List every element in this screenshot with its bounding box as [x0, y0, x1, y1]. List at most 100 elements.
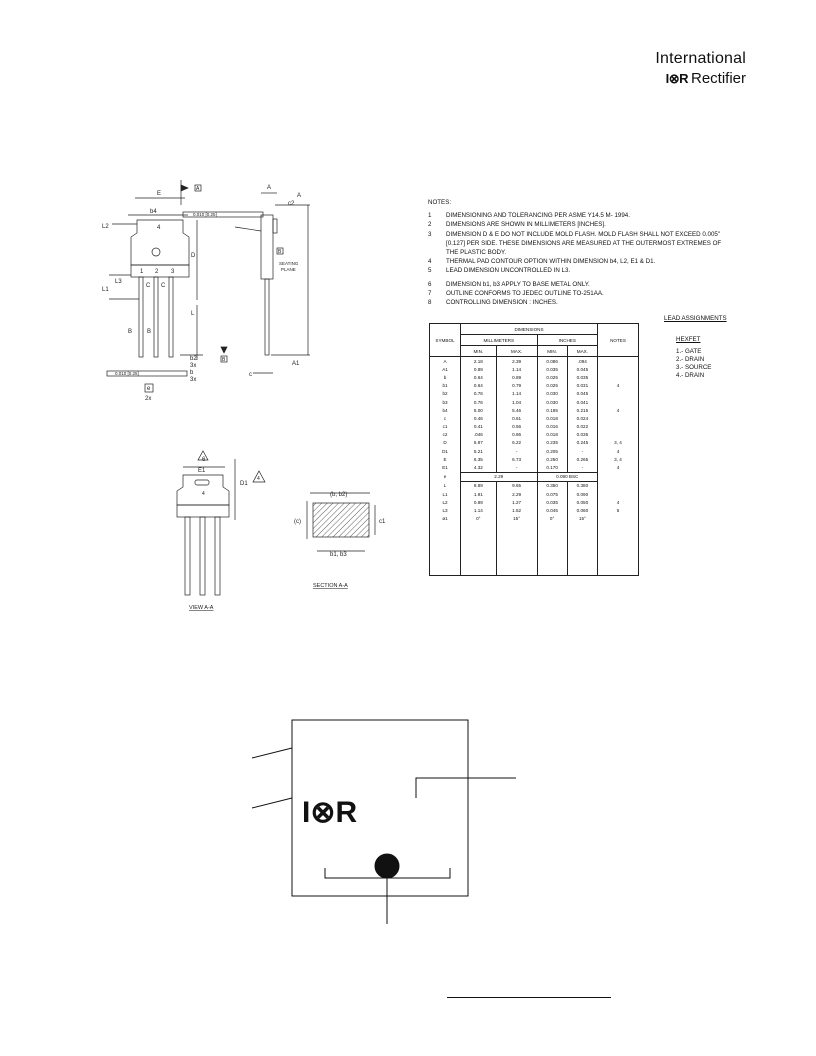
cell-mm-min: 5.21: [460, 447, 497, 456]
view-pad-note-4: 4: [202, 491, 205, 497]
cell-sym: b: [429, 373, 461, 382]
cell-sym: e: [429, 472, 461, 482]
cell-in-min: 0.250: [536, 455, 568, 464]
cell-sym: E1: [429, 463, 461, 473]
plane-label: PLANE: [281, 267, 296, 272]
cell-in-min: 0.350: [536, 481, 568, 490]
front-view: E b4 0.010 [0.25] A 4 L2 1 2 3 C C D L L…: [102, 180, 264, 402]
dim-C-label-1: C: [146, 283, 151, 289]
cell-in-max: 0.050: [566, 498, 599, 507]
cell-sym: L: [429, 481, 461, 490]
dim-b-label: b: [190, 370, 194, 376]
datum-B-side-label: B: [278, 249, 282, 255]
cell-in-max: 0.045: [566, 389, 599, 398]
cell-note: 3, 4: [597, 455, 639, 464]
signature-line: [447, 997, 611, 998]
cell-mm-min: 0.89: [460, 498, 497, 507]
cell-note: [597, 414, 639, 423]
cell-mm-max: 15°: [495, 514, 538, 523]
cell-sym: A1: [429, 365, 461, 374]
side-view: A c2 A B SEATING PLANE A1 c: [234, 185, 310, 378]
lead-item: 2.- DRAIN: [676, 356, 705, 363]
cell-in-span: 0.090 BSC: [536, 471, 599, 482]
dim-C-label-2: C: [161, 283, 166, 289]
cell-in-max: 0.035: [566, 373, 599, 382]
cell-mm-min: 1.14: [460, 506, 497, 515]
cell-mm-min: 5.97: [460, 438, 497, 448]
pin-3-label: 3: [171, 269, 175, 275]
cell-mm-min: 8.89: [460, 481, 497, 490]
cell-mm-max: 1.04: [495, 397, 538, 407]
cell-in-max: 15°: [566, 514, 599, 523]
cell-note: 4: [597, 447, 639, 456]
cell-mm-min: 0.64: [460, 373, 497, 382]
cell-mm-min: 5.00: [460, 406, 497, 415]
cell-in-min: 0.025: [536, 373, 568, 382]
dim-e-label: e: [147, 386, 151, 392]
cell-in-max: .094: [566, 356, 599, 366]
cell-sym: D: [429, 438, 461, 448]
cell-mm-max: 1.14: [495, 365, 538, 374]
col-dimensions: DIMENSIONS: [460, 323, 598, 335]
cell-in-max: 0.380: [566, 481, 599, 490]
cell-mm-min: 6.35: [460, 455, 497, 464]
cell-note: [597, 356, 639, 366]
dim-E-label: E: [157, 191, 161, 197]
cell-in-max: [566, 522, 599, 576]
pad-note-4: 4: [157, 225, 161, 231]
cell-note: 4: [597, 498, 639, 507]
cell-note: 3, 4: [597, 438, 639, 448]
cell-mm-span: 2.29: [460, 471, 538, 482]
dim-E1-label: E1: [198, 468, 206, 474]
cell-sym: c1: [429, 422, 461, 431]
hexfet-title: HEXFET: [676, 336, 701, 343]
cell-in-min: [536, 522, 568, 576]
cell-note: [597, 373, 639, 382]
cell-mm-min: 4.32: [460, 463, 497, 473]
cell-sym: A: [429, 356, 461, 366]
dim-3x-label-1: 3x: [190, 363, 196, 369]
cell-in-min: 0.035: [536, 365, 568, 374]
cell-mm-min: 2.18: [460, 356, 497, 366]
company-name: International: [655, 50, 746, 67]
marking-logo: I⊗R: [302, 796, 357, 829]
cell-in-max: 0.031: [566, 381, 599, 390]
company-logo: I⊗R Rectifier: [666, 70, 746, 87]
seating-label: SEATING: [279, 261, 299, 266]
cell-in-max: -: [566, 463, 599, 473]
col-mm-max: MAX.: [495, 345, 538, 357]
cell-mm-max: 6.73: [495, 455, 538, 464]
cell-in-max: 0.060: [566, 506, 599, 515]
cell-in-min: 0°: [536, 514, 568, 523]
cell-mm-max: [495, 522, 538, 576]
cell-note: [597, 389, 639, 398]
cell-sym: b3: [429, 397, 461, 407]
note-triangle-icon: 6: [428, 280, 432, 288]
lead-item: 3.- SOURCE: [676, 364, 712, 371]
view-note-4-tri: 4: [257, 476, 260, 482]
cell-mm-min: 0.41: [460, 422, 497, 431]
cell-in-min: 0.235: [536, 438, 568, 448]
cell-note: 5: [597, 506, 639, 515]
cell-in-max: 0.022: [566, 422, 599, 431]
cell-note: [597, 481, 639, 490]
cell-in-max: 0.045: [566, 365, 599, 374]
cell-mm-min: 0°: [460, 514, 497, 523]
cell-sym: ø1: [429, 514, 461, 523]
cell-in-min: 0.016: [536, 422, 568, 431]
dim-A-right-label: A: [297, 193, 301, 199]
lead-assignments-header: LEAD ASSIGNMENTS: [664, 315, 727, 322]
cell-note: [597, 490, 639, 499]
